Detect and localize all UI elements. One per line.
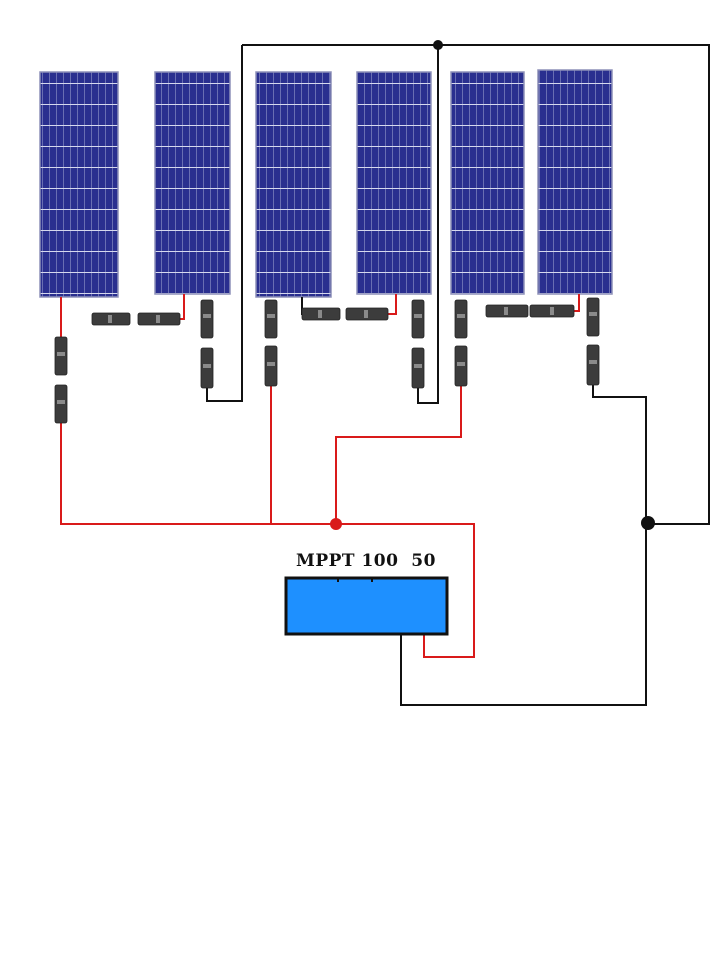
positive-wires (60, 294, 580, 658)
mc4-connectors-vertical (54, 297, 600, 424)
solar-panel (154, 71, 231, 295)
junction-node (330, 518, 342, 530)
connector-details (57, 307, 597, 404)
mc4-connector-icon (586, 297, 600, 337)
negative-wires (206, 44, 710, 706)
mc4-connectors-horizontal (91, 304, 575, 326)
solar-panels (39, 69, 613, 298)
mc4-connector-icon (586, 344, 600, 386)
mppt-controller-label: MPPT 100 50 (296, 551, 436, 571)
junction-node (641, 516, 655, 530)
mc4-connector-icon (454, 299, 468, 339)
mc4-connector-icon (200, 299, 214, 339)
mppt-controller (284, 576, 449, 636)
solar-panel (537, 69, 613, 295)
junctions (330, 40, 655, 530)
solar-panel (255, 71, 332, 298)
solar-panel (450, 71, 525, 295)
mppt-controller-box (284, 576, 449, 636)
mc4-connector-icon (264, 299, 278, 339)
solar-panel (39, 71, 119, 298)
junction-node (433, 40, 443, 50)
mc4-connector-icon (411, 299, 425, 339)
solar-panel (356, 71, 432, 295)
